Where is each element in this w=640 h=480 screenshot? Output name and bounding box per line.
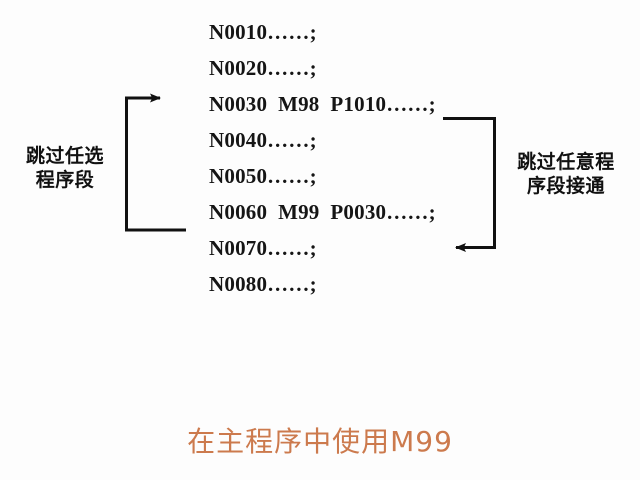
code-line-n0040: N0040……;	[209, 128, 317, 152]
code-line-n0070: N0070……;	[209, 236, 317, 260]
code-line-n0030: N0030 M98 P1010……;	[209, 92, 436, 116]
annotation-skip-optional-block: 跳过任选 程序段	[6, 144, 124, 193]
annotation-left-line2: 程序段	[35, 169, 95, 192]
annotation-right-line2: 序段接通	[526, 175, 605, 198]
left-skip-bracket	[125, 93, 186, 232]
diagram-caption: 在主程序中使用M99	[187, 425, 453, 458]
code-line-n0010: N0010……;	[209, 20, 317, 44]
program-listing: N0010……; N0020……; N0030 M98 P1010……; N00…	[209, 14, 469, 302]
code-line-n0080: N0080……;	[209, 272, 317, 296]
code-line-n0060: N0060 M99 P0030……;	[209, 200, 436, 224]
annotation-skip-any-block-enabled: 跳过任意程 序段接通	[500, 150, 632, 199]
annotation-left-line1: 跳过任选	[25, 145, 104, 167]
annotation-right-line1: 跳过任意程	[517, 151, 615, 173]
code-line-n0020: N0020……;	[209, 56, 317, 80]
code-line-n0050: N0050……;	[209, 164, 317, 188]
